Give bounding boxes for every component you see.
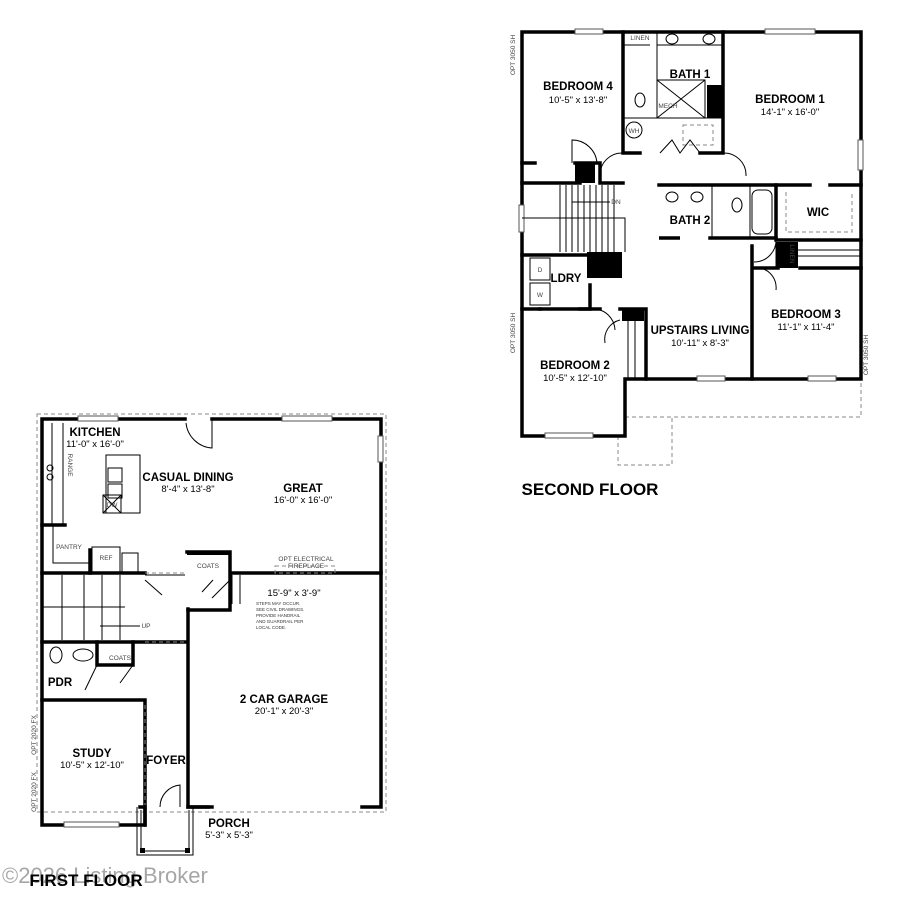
room-dims: 14'-1" x 16'-0" (761, 107, 819, 118)
room-label: BEDROOM 3 (771, 309, 841, 321)
range-label: RANGE (66, 453, 73, 477)
steps-note: PROVIDE HANDRAIL (256, 613, 301, 618)
room-dims: 10'-11" x 8'-3" (671, 338, 729, 349)
pantry-label: PANTRY (56, 544, 82, 551)
stair-down-label: DN (611, 199, 621, 206)
room-dims: 10'-5" x 13'-8" (549, 95, 607, 106)
steps-note: STEPS MAY OCCUR. (256, 601, 300, 606)
first-floor-plan: KITCHEN 11'-0" x 16'-0" CASUAL DINING 8'… (29, 413, 387, 890)
room-label: LDRY (551, 273, 582, 285)
window-option-label: OPT 3050 SH (510, 313, 517, 354)
room-label: BATH 1 (670, 69, 711, 81)
coats-label: COATS (197, 563, 220, 570)
second-floor-stairs (522, 185, 626, 252)
room-dims: 5'-3" x 5'-3" (205, 830, 253, 841)
watermark: ©2026 Listing Broker (2, 863, 208, 888)
second-floor-title: SECOND FLOOR (522, 480, 659, 499)
second-floor-plan: BEDROOM 4 10'-5" x 13'-8" BATH 1 BEDROOM… (510, 28, 870, 499)
room-label: PDR (48, 677, 73, 689)
stair-up-label: UP (141, 623, 150, 630)
window-option-label: OPT 2020 FX (31, 715, 38, 755)
room-label: BEDROOM 4 (543, 81, 613, 93)
steps-dims: 15'-9" x 3'-9" (267, 588, 320, 599)
steps-note: LOCAL CODE. (256, 625, 286, 630)
window-option-label: OPT 3050 SH (863, 335, 870, 376)
room-dims: 20'-1" x 20'-3" (255, 706, 313, 717)
window-option-label: OPT 3050 SH (510, 35, 517, 76)
room-dims: 16'-0" x 16'-0" (274, 495, 332, 506)
water-heater-label: WH (629, 128, 640, 135)
room-label: UPSTAIRS LIVING (651, 325, 750, 337)
coats-label: COATS (109, 655, 132, 662)
dryer-label: D (538, 267, 543, 274)
room-dims: 11'-0" x 16'-0" (66, 439, 124, 450)
steps-note: AND GUARDRAIL PER (256, 619, 304, 624)
room-label: FOYER (146, 755, 186, 767)
room-dims: 8'-4" x 13'-8" (161, 484, 214, 495)
ref-label: REF (100, 555, 113, 562)
room-label: BEDROOM 2 (540, 360, 610, 372)
room-dims: 10'-5" x 12'-10" (543, 373, 607, 384)
room-label: BEDROOM 1 (755, 94, 825, 106)
dishwasher-label: DW (107, 502, 119, 509)
fireplace-label: FIREPLACE (288, 563, 325, 570)
room-label: PORCH (208, 818, 250, 830)
room-label: GREAT (283, 483, 322, 495)
mech-label: MECH (658, 103, 677, 110)
first-floor-title: FIRST FLOOR (29, 871, 142, 890)
linen-label: LINEN (630, 35, 649, 42)
room-label: BATH 2 (670, 215, 711, 227)
fireplace-label: OPT ELECTRICAL (278, 556, 334, 563)
room-label: KITCHEN (69, 427, 120, 439)
washer-label: W (537, 292, 544, 299)
room-label: 2 CAR GARAGE (240, 694, 329, 706)
steps-note: SEE CIVIL DRAWINGS. (256, 607, 304, 612)
room-label: WIC (807, 207, 829, 219)
room-label: STUDY (73, 748, 112, 760)
room-dims: 11'-1" x 11'-4" (777, 322, 834, 333)
linen-label: LINEN (788, 244, 795, 263)
room-label: CASUAL DINING (142, 472, 233, 484)
window-option-label: OPT 2020 FX (31, 772, 38, 812)
room-dims: 10'-5" x 12'-10" (60, 760, 124, 771)
